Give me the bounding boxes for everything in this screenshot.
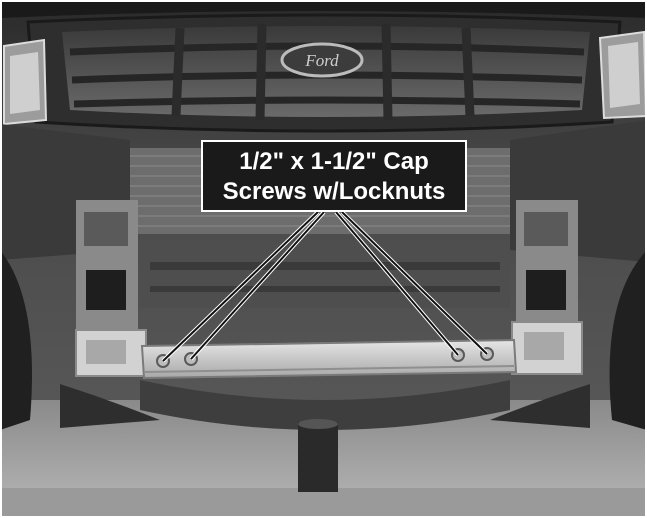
jack-stand [298, 422, 338, 492]
cap-screws-callout-label: 1/2" x 1-1/2" Cap Screws w/Locknuts [201, 140, 467, 212]
left-frame-rail [75, 200, 147, 377]
left-tire [0, 250, 32, 430]
right-frame-rail [511, 200, 583, 375]
right-tire [609, 250, 647, 430]
cross-member [140, 248, 510, 308]
ford-logo-oval [280, 42, 364, 78]
leader-lines-core [162, 211, 488, 362]
hood-edge [0, 0, 647, 18]
ford-logo-text: Ford [304, 51, 339, 70]
callout-line-2: Screws w/Locknuts [222, 178, 446, 205]
callout-line-1: 1/2" x 1-1/2" Cap [239, 148, 429, 175]
hitch-cross-bar [140, 338, 518, 380]
